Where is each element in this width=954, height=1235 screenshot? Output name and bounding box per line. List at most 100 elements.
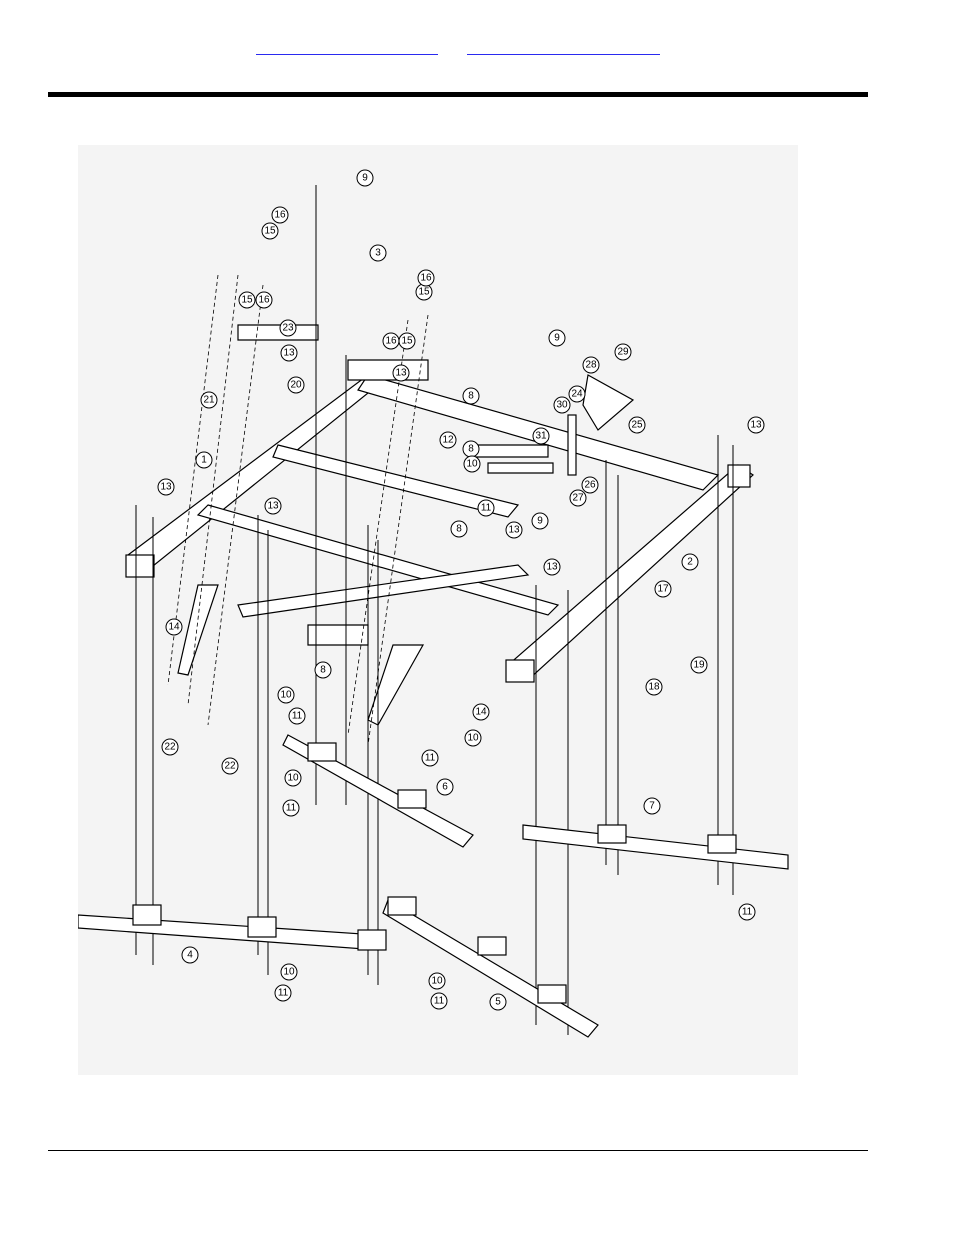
svg-text:22: 22 bbox=[164, 742, 176, 753]
svg-text:18: 18 bbox=[648, 682, 660, 693]
callout-12: 12 bbox=[440, 432, 456, 448]
svg-text:11: 11 bbox=[286, 803, 297, 814]
svg-text:15: 15 bbox=[418, 287, 430, 298]
svg-text:23: 23 bbox=[282, 323, 294, 334]
pad-6a bbox=[308, 743, 336, 761]
svg-text:27: 27 bbox=[572, 493, 584, 504]
svg-text:10: 10 bbox=[431, 976, 443, 987]
svg-text:3: 3 bbox=[375, 248, 381, 259]
callout-5: 5 bbox=[490, 994, 506, 1010]
svg-text:5: 5 bbox=[495, 997, 501, 1008]
callout-11b: 11 bbox=[289, 708, 305, 724]
svg-text:1: 1 bbox=[201, 455, 207, 466]
callout-27: 27 bbox=[570, 490, 586, 506]
callout-18: 18 bbox=[646, 679, 662, 695]
pad-4c bbox=[358, 930, 386, 950]
callout-20: 20 bbox=[288, 377, 304, 393]
callout-10f: 10 bbox=[429, 973, 445, 989]
svg-text:11: 11 bbox=[434, 996, 445, 1007]
callout-15b: 15 bbox=[239, 292, 255, 308]
pad-7b bbox=[708, 835, 736, 853]
callout-10e: 10 bbox=[281, 964, 297, 980]
callout-22b: 22 bbox=[222, 758, 238, 774]
callout-3: 3 bbox=[370, 245, 386, 261]
svg-text:11: 11 bbox=[425, 753, 436, 764]
svg-text:22: 22 bbox=[224, 761, 236, 772]
svg-text:13: 13 bbox=[160, 482, 172, 493]
triangle-sign bbox=[583, 375, 633, 430]
svg-text:10: 10 bbox=[466, 459, 478, 470]
exploded-view-drawing: 1 2 3 4 5 6 7 8 8 8 8 9 9 9 10 10 10 10 … bbox=[78, 145, 798, 1075]
svg-text:17: 17 bbox=[657, 584, 669, 595]
callout-10a: 10 bbox=[464, 456, 480, 472]
callout-10d: 10 bbox=[465, 730, 481, 746]
callout-11e: 11 bbox=[275, 985, 291, 1001]
callout-11d: 11 bbox=[422, 750, 438, 766]
svg-text:28: 28 bbox=[585, 360, 597, 371]
top-plate bbox=[238, 325, 318, 340]
callout-31: 31 bbox=[533, 428, 549, 444]
svg-text:26: 26 bbox=[584, 480, 596, 491]
svg-text:9: 9 bbox=[554, 333, 560, 344]
clamp-plate-left bbox=[308, 625, 368, 645]
callout-8c: 8 bbox=[451, 521, 467, 537]
axle-5 bbox=[383, 900, 598, 1037]
axle-4 bbox=[78, 915, 378, 950]
svg-text:6: 6 bbox=[442, 782, 448, 793]
svg-text:13: 13 bbox=[283, 348, 295, 359]
parts-diagram: 1 2 3 4 5 6 7 8 8 8 8 9 9 9 10 10 10 10 … bbox=[78, 145, 798, 1075]
callout-24: 24 bbox=[569, 386, 585, 402]
pad-5c bbox=[538, 985, 566, 1003]
svg-text:16: 16 bbox=[385, 336, 397, 347]
axle-tubes bbox=[78, 735, 788, 1037]
mount-plate-lower bbox=[488, 463, 553, 473]
svg-text:14: 14 bbox=[168, 622, 180, 633]
svg-text:16: 16 bbox=[258, 295, 270, 306]
callout-13d: 13 bbox=[265, 498, 281, 514]
header-link-1[interactable] bbox=[256, 40, 438, 55]
svg-text:15: 15 bbox=[241, 295, 253, 306]
svg-text:10: 10 bbox=[467, 733, 479, 744]
svg-text:13: 13 bbox=[750, 420, 762, 431]
callout-8a: 8 bbox=[463, 388, 479, 404]
callout-16d: 16 bbox=[383, 333, 399, 349]
callout-17: 17 bbox=[655, 581, 671, 597]
pad-4b bbox=[248, 917, 276, 937]
svg-text:2: 2 bbox=[687, 557, 693, 568]
callout-11g: 11 bbox=[739, 904, 755, 920]
bolt-lines bbox=[136, 185, 733, 1035]
svg-text:9: 9 bbox=[362, 173, 368, 184]
pad-4a bbox=[133, 905, 161, 925]
callout-16a: 16 bbox=[272, 207, 288, 223]
svg-text:15: 15 bbox=[264, 226, 276, 237]
svg-text:14: 14 bbox=[475, 707, 487, 718]
callout-13b: 13 bbox=[393, 365, 409, 381]
callout-11a: 11 bbox=[478, 500, 494, 516]
svg-text:13: 13 bbox=[546, 562, 558, 573]
callout-10c: 10 bbox=[285, 770, 301, 786]
svg-text:4: 4 bbox=[187, 950, 193, 961]
callout-11f: 11 bbox=[431, 993, 447, 1009]
svg-text:16: 16 bbox=[420, 273, 432, 284]
upright-post bbox=[568, 415, 576, 475]
callout-25: 25 bbox=[629, 417, 645, 433]
svg-text:10: 10 bbox=[287, 773, 299, 784]
callout-8b: 8 bbox=[463, 441, 479, 457]
header-links bbox=[0, 40, 954, 56]
callout-15a: 15 bbox=[262, 223, 278, 239]
svg-text:10: 10 bbox=[280, 690, 292, 701]
callout-9c: 9 bbox=[532, 513, 548, 529]
main-frame bbox=[126, 325, 753, 725]
svg-text:15: 15 bbox=[401, 336, 413, 347]
callout-13e: 13 bbox=[506, 522, 522, 538]
callout-23: 23 bbox=[280, 320, 296, 336]
svg-text:20: 20 bbox=[290, 380, 302, 391]
header-link-2[interactable] bbox=[467, 40, 660, 55]
callout-13c: 13 bbox=[158, 479, 174, 495]
frame-rail-right bbox=[508, 465, 753, 680]
svg-text:8: 8 bbox=[468, 391, 474, 402]
svg-text:19: 19 bbox=[693, 660, 705, 671]
front-arm-left bbox=[178, 585, 218, 675]
svg-text:16: 16 bbox=[274, 210, 286, 221]
svg-text:8: 8 bbox=[468, 444, 474, 455]
